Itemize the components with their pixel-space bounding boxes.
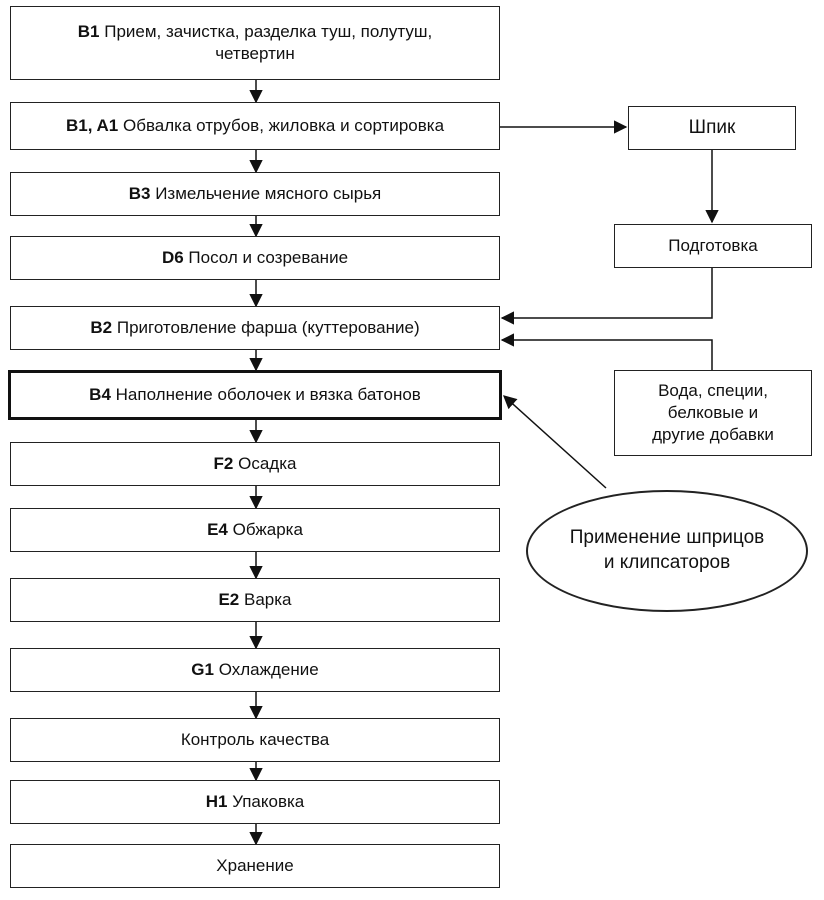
step-receiving: B1 Прием, зачистка, разделка туш, полуту…	[10, 6, 500, 80]
arrow-application-to-filling	[502, 395, 607, 489]
node-label: Шпик	[688, 116, 736, 138]
step-grinding: B3 Измельчение мясного сырья	[10, 172, 500, 216]
step-code: G1	[191, 659, 214, 679]
step-label: Охлаждение	[218, 659, 319, 679]
step-code: H1	[205, 791, 228, 811]
step-code: E4	[207, 519, 228, 539]
step-label: Осадка	[238, 453, 297, 473]
step-code: B3	[128, 183, 151, 203]
node-label: Вода, специи, белковые и другие добавки	[652, 380, 774, 445]
node-label: Подготовка	[668, 235, 758, 255]
arrow-podgotovka-to-mincing	[500, 268, 713, 325]
step-code: D6	[161, 247, 184, 267]
step-label: Обжарка	[232, 519, 303, 539]
step-code: B4	[89, 384, 111, 404]
step-label: Варка	[244, 589, 292, 609]
step-boiling: E2 Варка	[10, 578, 500, 622]
step-code: B2	[90, 317, 113, 337]
step-code: B1, A1	[65, 115, 119, 135]
step-label: Упаковка	[232, 791, 305, 811]
step-label: Контроль качества	[180, 729, 330, 749]
step-settling: F2 Осадка	[10, 442, 500, 486]
arrow-additives-to-mincing	[500, 333, 713, 370]
step-storage: Хранение	[10, 844, 500, 888]
step-filling: B4 Наполнение оболочек и вязка батонов	[8, 370, 502, 420]
step-salting: D6 Посол и созревание	[10, 236, 500, 280]
step-label: Приготовление фарша (куттерование)	[116, 317, 420, 337]
step-quality-control: Контроль качества	[10, 718, 500, 762]
step-mincing: B2 Приготовление фарша (куттерование)	[10, 306, 500, 350]
step-label: Прием, зачистка, разделка туш, полутуш,	[104, 21, 433, 41]
step-packing: H1 Упаковка	[10, 780, 500, 824]
step-roasting: E4 Обжарка	[10, 508, 500, 552]
step-code: F2	[213, 453, 234, 473]
node-podgotovka: Подготовка	[614, 224, 812, 268]
node-label: Применение шприцов и клипсаторов	[569, 527, 765, 573]
node-shpik: Шпик	[628, 106, 796, 150]
step-label: Хранение	[216, 855, 294, 875]
step-label: Посол и созревание	[188, 247, 349, 267]
step-code: B1	[77, 21, 100, 41]
node-application: Применение шприцов и клипсаторов	[526, 490, 808, 612]
step-label-line2: четвертин	[215, 44, 295, 63]
step-deboning: B1, A1 Обвалка отрубов, жиловка и сортир…	[10, 102, 500, 150]
step-cooling: G1 Охлаждение	[10, 648, 500, 692]
step-label: Наполнение оболочек и вязка батонов	[115, 384, 421, 404]
node-additives: Вода, специи, белковые и другие добавки	[614, 370, 812, 456]
step-code: E2	[218, 589, 240, 609]
step-label: Обвалка отрубов, жиловка и сортировка	[122, 115, 445, 135]
step-label: Измельчение мясного сырья	[155, 183, 382, 203]
